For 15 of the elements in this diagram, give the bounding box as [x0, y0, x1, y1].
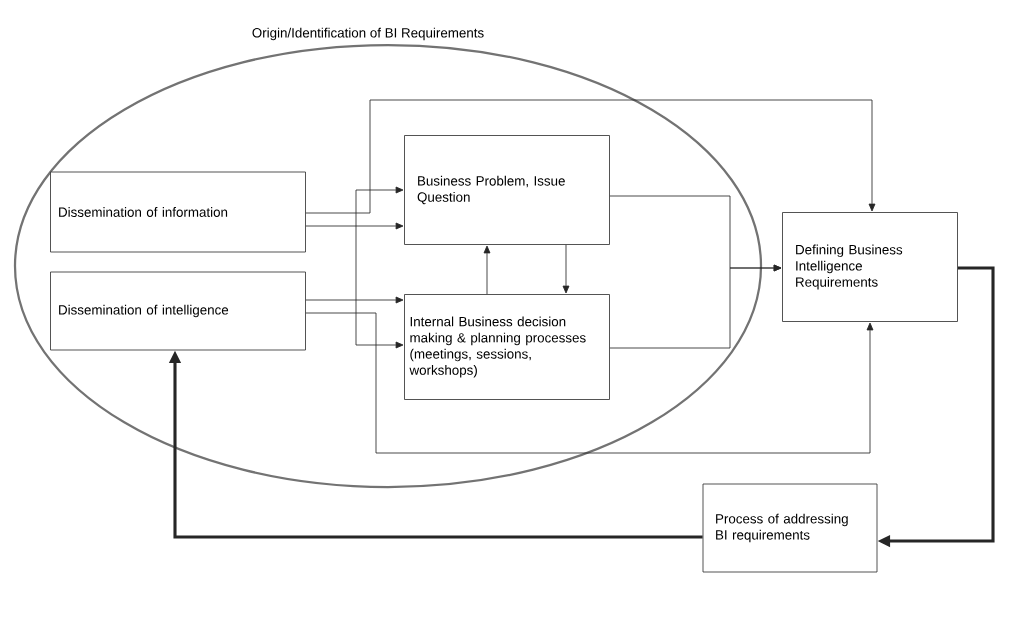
- arrow: [305, 312, 874, 454]
- process-box: Dissemination of intelligence: [50, 271, 306, 351]
- arrow: [609, 264, 782, 349]
- process-box: Process of addressing BI requirements: [702, 483, 878, 573]
- arrow: [305, 296, 404, 304]
- arrow: [483, 245, 491, 295]
- arrow: [305, 99, 876, 214]
- process-box: Business Problem, Issue Question: [404, 135, 610, 245]
- node-label: Origin/Identification of BI Requirements: [252, 27, 484, 41]
- process-box: Dissemination of information: [50, 171, 306, 253]
- arrow: [305, 222, 404, 230]
- arrow: [562, 244, 570, 294]
- process-box: Defining Business Intelligence Requirements: [782, 212, 958, 322]
- arrow: [355, 186, 404, 349]
- process-box: Internal Business decision making & planning processes (meetings, sessions, workshops): [404, 294, 610, 400]
